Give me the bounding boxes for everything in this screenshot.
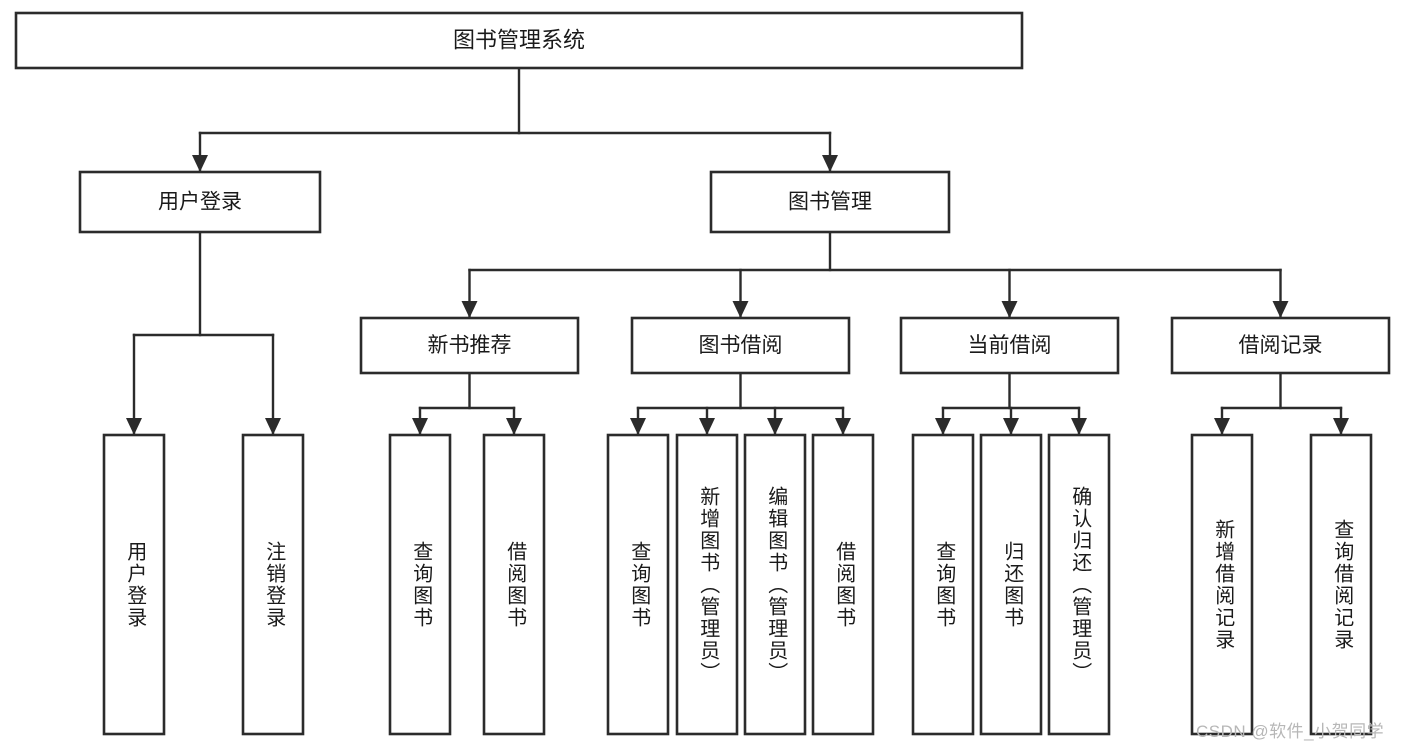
arrow-head-leaf-query-book-1 xyxy=(412,418,428,435)
node-box-root[interactable] xyxy=(14,11,1024,70)
node-box-current-borrow[interactable] xyxy=(899,316,1120,375)
node-box-leaf-confirm-return[interactable] xyxy=(1047,433,1111,736)
arrow-head-user-login xyxy=(192,155,208,172)
node-box-leaf-query-book-2[interactable] xyxy=(606,433,670,736)
arrow-head-current-borrow xyxy=(1001,301,1018,318)
arrow-head-leaf-return-book xyxy=(1003,418,1019,435)
node-box-book-borrow[interactable] xyxy=(630,316,851,375)
arrow-head-book-borrow xyxy=(732,301,749,318)
node-label-user-login: 用户登录 xyxy=(158,191,242,214)
node-box-leaf-borrow-book-2[interactable] xyxy=(811,433,875,736)
node-box-leaf-edit-book[interactable] xyxy=(743,433,807,736)
node-box-leaf-add-record[interactable] xyxy=(1190,433,1254,736)
node-box-user-login[interactable] xyxy=(78,170,322,234)
node-box-leaf-query-book-1[interactable] xyxy=(388,433,452,736)
node-box-leaf-query-book-3[interactable] xyxy=(911,433,975,736)
csdn-watermark: CSDN @软件_小贺同学 xyxy=(1196,722,1385,741)
arrow-head-leaf-query-book-3 xyxy=(935,418,951,435)
node-box-leaf-borrow-book-1[interactable] xyxy=(482,433,546,736)
node-box-book-manage[interactable] xyxy=(709,170,951,234)
arrow-head-leaf-add-book xyxy=(699,418,715,435)
arrow-head-new-book-rec xyxy=(461,301,478,318)
node-box-leaf-user-login[interactable] xyxy=(102,433,166,736)
arrow-head-leaf-edit-book xyxy=(767,418,783,435)
node-label-borrow-record: 借阅记录 xyxy=(1239,334,1323,357)
node-box-leaf-query-record[interactable] xyxy=(1309,433,1373,736)
arrow-head-leaf-query-record xyxy=(1333,418,1349,435)
arrow-head-leaf-user-logout xyxy=(265,418,281,435)
arrow-head-leaf-user-login xyxy=(126,418,142,435)
node-label-book-borrow: 图书借阅 xyxy=(699,334,783,357)
arrow-head-leaf-query-book-2 xyxy=(630,418,646,435)
node-label-current-borrow: 当前借阅 xyxy=(968,334,1052,357)
node-box-leaf-add-book[interactable] xyxy=(675,433,739,736)
connector-layer xyxy=(126,66,1349,437)
arrow-head-leaf-add-record xyxy=(1214,418,1230,435)
arrow-head-borrow-record xyxy=(1272,301,1289,318)
arrow-head-leaf-borrow-book-2 xyxy=(835,418,851,435)
node-label-root: 图书管理系统 xyxy=(453,27,585,52)
node-box-borrow-record[interactable] xyxy=(1170,316,1391,375)
node-box-leaf-return-book[interactable] xyxy=(979,433,1043,736)
arrow-head-book-manage xyxy=(822,155,838,172)
node-box-new-book-rec[interactable] xyxy=(359,316,580,375)
node-label-new-book-rec: 新书推荐 xyxy=(428,334,512,357)
node-label-book-manage: 图书管理 xyxy=(788,191,872,214)
node-box-leaf-user-logout[interactable] xyxy=(241,433,305,736)
arrow-head-leaf-confirm-return xyxy=(1071,418,1087,435)
arrow-head-leaf-borrow-book-1 xyxy=(506,418,522,435)
